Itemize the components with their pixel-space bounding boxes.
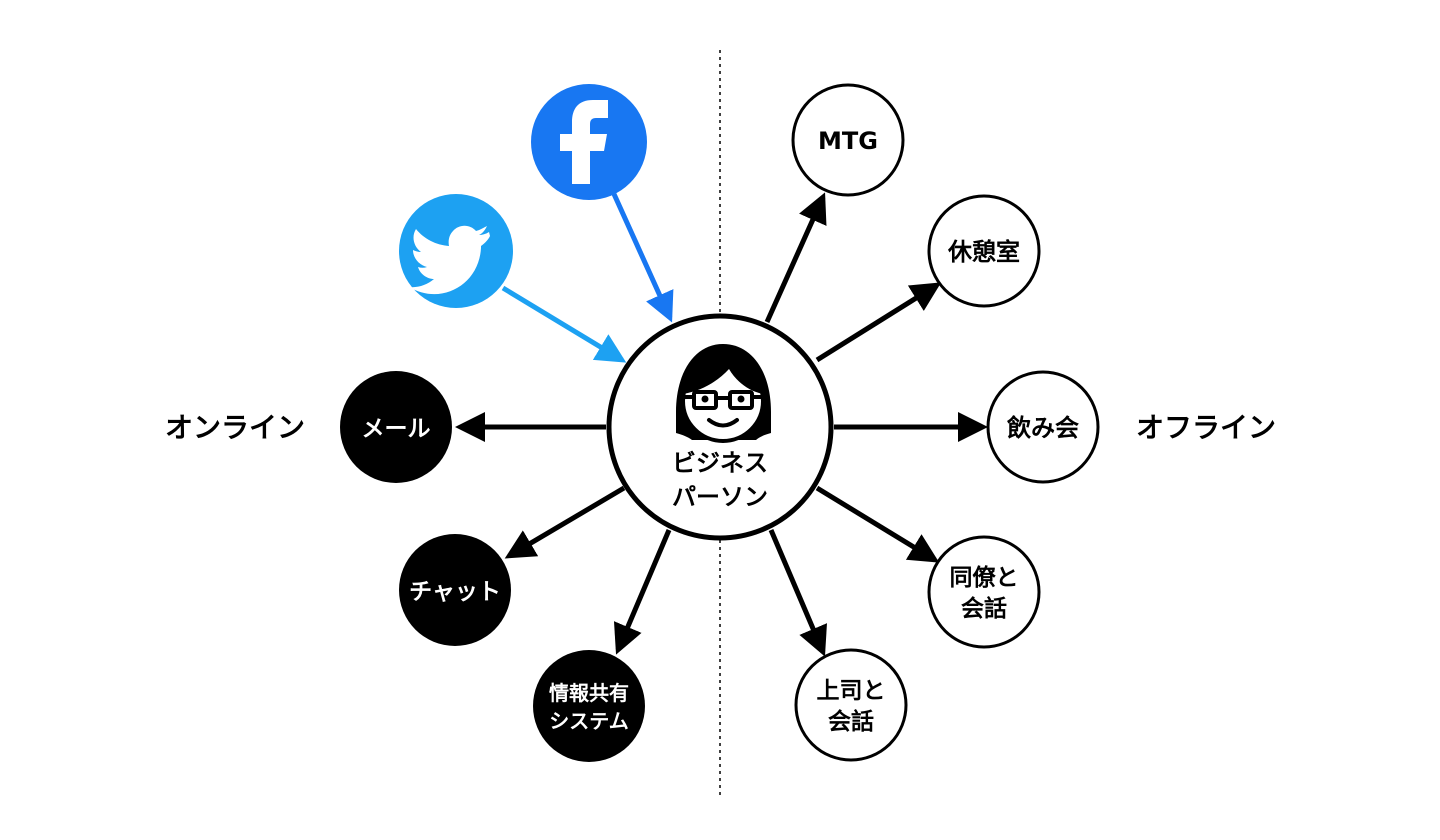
chat-node: チャット	[399, 534, 511, 646]
facebook-logo-icon	[560, 100, 608, 184]
break-room-label: 休憩室	[947, 238, 1020, 266]
info-share-label-line2: システム	[549, 709, 628, 733]
online-label: オンライン	[165, 411, 305, 444]
center-label-line2: パーソン	[672, 483, 768, 511]
arrow-person-to-coworker	[815, 485, 940, 563]
drinking-label: 飲み会	[1006, 414, 1079, 442]
arrow-twitter-to-person	[501, 285, 627, 363]
arrow-person-to-chat	[504, 485, 626, 559]
woman-with-glasses-avatar	[676, 344, 771, 443]
center-person-node: ビジネス パーソン	[606, 313, 834, 541]
mail-label: メール	[362, 416, 431, 442]
facebook-node	[531, 84, 647, 200]
arrow-person-to-boss	[768, 529, 827, 657]
info-share-label-line1: 情報共有	[549, 681, 629, 705]
twitter-node	[399, 194, 513, 308]
drinking-node: 飲み会	[986, 370, 1100, 484]
mtg-label: MTG	[818, 127, 878, 155]
chat-label: チャット	[409, 579, 501, 605]
arrow-person-to-mtg	[764, 192, 827, 324]
center-label-line1: ビジネス	[672, 449, 768, 477]
arrow-facebook-to-person	[611, 192, 674, 323]
coworker-label-line1: 同僚と	[950, 564, 1019, 591]
twitter-bird-icon	[409, 225, 490, 295]
arrow-person-to-info-share	[613, 529, 672, 655]
boss-label-line1: 上司と	[817, 678, 886, 704]
offline-label: オフライン	[1136, 411, 1276, 444]
mail-node: メール	[340, 371, 452, 483]
break-room-node: 休憩室	[927, 194, 1041, 308]
coworker-label-line2: 会話	[961, 595, 1007, 622]
boss-label-line2: 会話	[828, 708, 874, 735]
arrow-person-to-break-room	[815, 282, 942, 363]
coworker-node: 同僚と 会話	[927, 535, 1041, 649]
mtg-node: MTG	[791, 83, 905, 197]
boss-node: 上司と 会話	[794, 648, 908, 762]
info-share-node: 情報共有 システム	[533, 650, 645, 762]
